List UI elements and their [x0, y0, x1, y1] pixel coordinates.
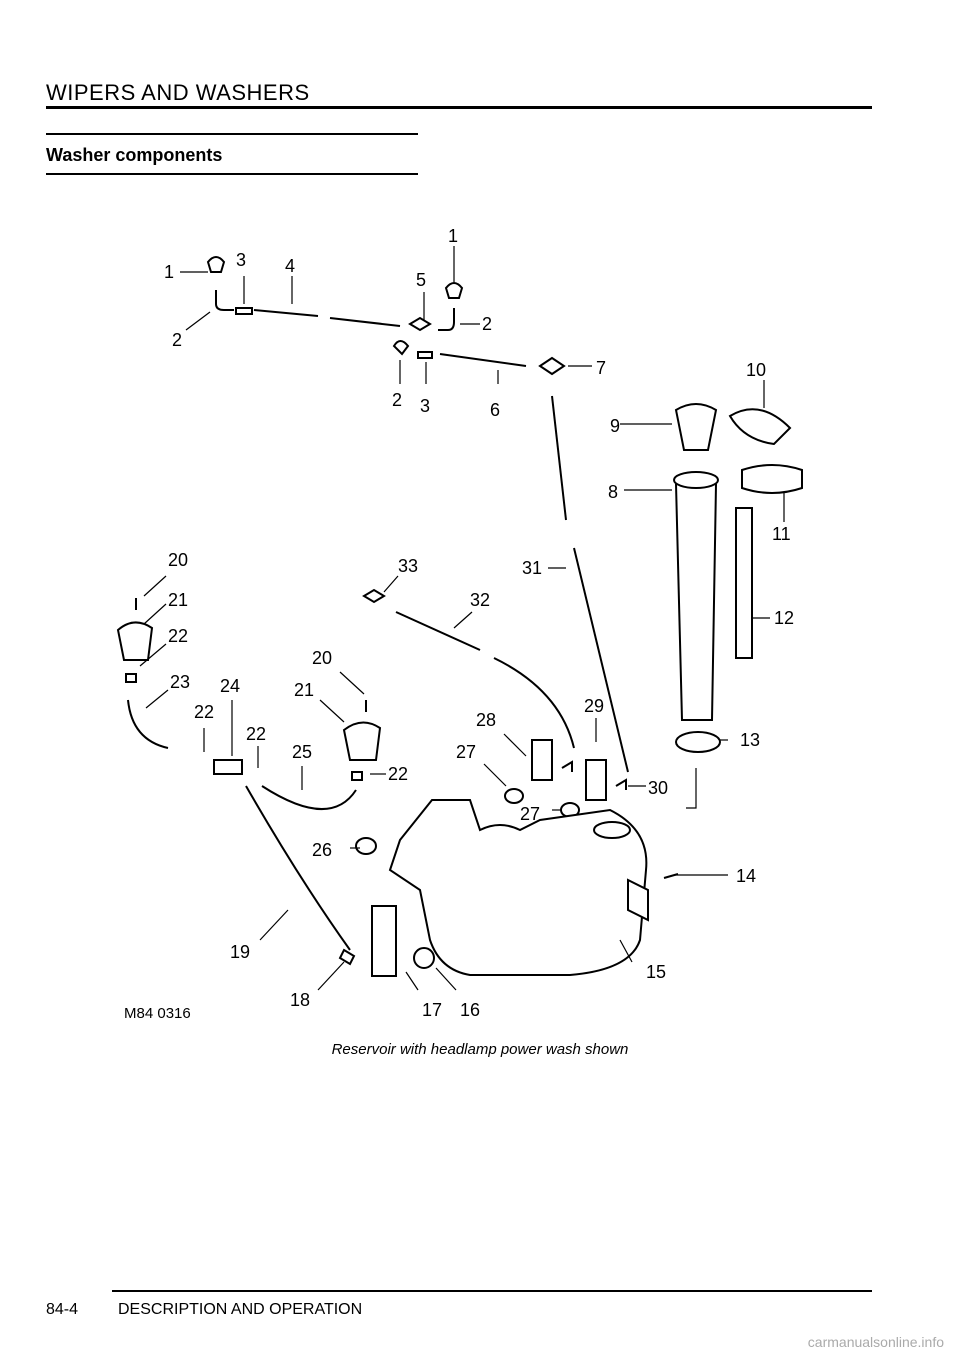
callout-7: 7: [596, 358, 606, 378]
filler-strainer: [674, 403, 718, 451]
callout-27b: 27: [520, 804, 540, 824]
washer-jet-left: [206, 256, 234, 311]
headlamp-jet-cover-right: [342, 721, 382, 761]
callout-4: 4: [285, 256, 295, 276]
callout-2c: 2: [392, 390, 402, 410]
connector-left: [125, 673, 137, 683]
callout-5: 5: [416, 270, 426, 290]
callout-1a: 1: [164, 262, 174, 282]
connector-right: [351, 771, 363, 781]
callout-3b: 3: [420, 396, 430, 416]
hose-connector-right: [417, 351, 433, 359]
callout-2b: 2: [482, 314, 492, 334]
hose-19: [245, 785, 351, 951]
callout-17: 17: [422, 1000, 442, 1020]
callout-25: 25: [292, 742, 312, 762]
callout-11: 11: [772, 524, 791, 544]
hose-31: [551, 395, 629, 773]
hose-connector-left: [235, 307, 253, 315]
hose-6: [439, 353, 527, 367]
callout-16: 16: [460, 1000, 480, 1020]
callout-22d: 22: [388, 764, 408, 784]
callout-27a: 27: [456, 742, 476, 762]
figure-caption: Reservoir with headlamp power wash shown: [331, 1041, 629, 1058]
callout-14: 14: [736, 866, 756, 886]
callout-23: 23: [170, 672, 190, 692]
callout-32: 32: [470, 590, 490, 610]
callout-10: 10: [746, 360, 766, 380]
hose-32: [395, 611, 575, 749]
reservoir-filler-opening: [593, 821, 631, 839]
filler-seal-strip: [735, 507, 753, 659]
filler-grommet: [675, 731, 721, 753]
callout-22a: 22: [168, 626, 188, 646]
callout-22b: 22: [194, 702, 214, 722]
pump-29: [585, 759, 627, 801]
footer-page-number: 84-4: [46, 1301, 79, 1318]
callout-18: 18: [290, 990, 310, 1010]
elbow-hose: [392, 340, 410, 356]
callout-8: 8: [608, 482, 618, 502]
washer-jet-right: [438, 282, 464, 331]
nut-26: [355, 837, 377, 855]
callout-20a: 20: [168, 550, 188, 570]
figure-code: M84 0316: [124, 1005, 191, 1022]
callout-2a: 2: [172, 330, 182, 350]
callout-6: 6: [490, 400, 500, 420]
section-rule-top: [46, 133, 418, 135]
watermark: carmanualsonline.info: [807, 1334, 944, 1350]
elbow-18: [338, 948, 356, 966]
page-header-title: WIPERS AND WASHERS: [46, 80, 310, 105]
filler-neck: [673, 471, 719, 721]
washer-reservoir: [388, 799, 648, 976]
pump-28: [531, 739, 573, 781]
hose-23: [127, 699, 169, 749]
filler-cap: [728, 408, 792, 446]
section-title: Washer components: [46, 145, 223, 165]
callout-1b: 1: [448, 226, 458, 246]
callout-31: 31: [522, 558, 542, 578]
footer-section-name: DESCRIPTION AND OPERATION: [118, 1301, 363, 1318]
callout-20b: 20: [312, 648, 332, 668]
callout-13: 13: [740, 730, 760, 750]
callout-12: 12: [774, 608, 794, 628]
t-piece: [408, 316, 432, 332]
callout-22c: 22: [246, 724, 266, 744]
clip-33: [362, 588, 386, 604]
valve-24: [213, 759, 243, 775]
section-rule-bottom: [46, 173, 418, 175]
callout-19: 19: [230, 942, 250, 962]
headlamp-jet-cover-left: [116, 621, 154, 661]
washer-components-diagram: 1 1 2 2 2 3 3 4 5 6 7 8 9 10 11 12 13 14…: [116, 226, 803, 1022]
pump-front: [371, 905, 397, 977]
callout-3a: 3: [236, 250, 246, 270]
callout-33: 33: [398, 556, 418, 576]
callout-9: 9: [610, 416, 620, 436]
footer-rule: [112, 1290, 872, 1292]
callout-21b: 21: [294, 680, 314, 700]
hose-4: [253, 309, 401, 327]
callout-30: 30: [648, 778, 668, 798]
callout-26: 26: [312, 840, 332, 860]
grommet-27a: [504, 788, 524, 804]
callout-29: 29: [584, 696, 604, 716]
pump-grommet-16: [413, 947, 435, 969]
cap-retainer: [741, 464, 803, 494]
header-rule: [46, 106, 872, 109]
leader-lines: [139, 246, 785, 991]
hose-25: [261, 785, 357, 811]
non-return-valve: [538, 356, 566, 376]
callout-24: 24: [220, 676, 240, 696]
callout-28: 28: [476, 710, 496, 730]
reservoir-bracket: [627, 878, 649, 922]
callout-21a: 21: [168, 590, 188, 610]
callout-15: 15: [646, 962, 666, 982]
